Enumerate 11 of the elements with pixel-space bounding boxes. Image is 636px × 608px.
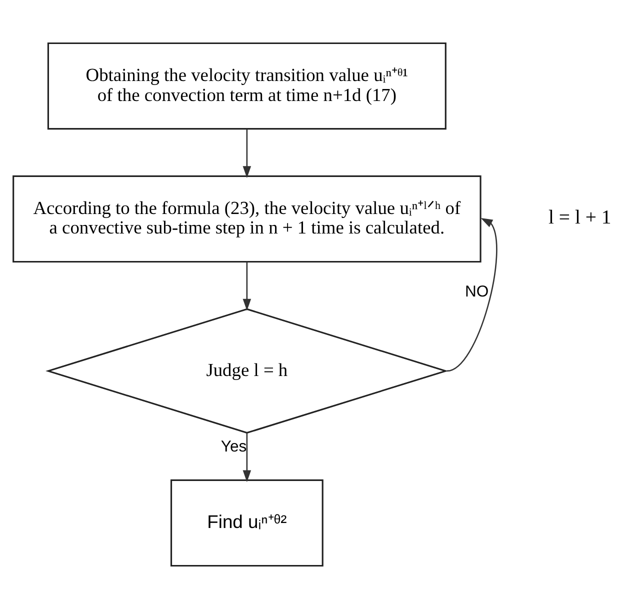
arrow [242,128,252,178]
arrow [242,261,252,310]
node-box: According to the formula (23), the velocity value uᵢⁿ⁺ˡᐟʰ of a convective sub-time step in n + 1 time is calculated. [12,174,482,262]
node-box: Find uᵢⁿ⁺ᶿ² [170,478,324,566]
edge-label: NO [464,282,489,300]
label: l = l + 1 [548,206,612,228]
arrow [446,218,498,372]
edge-label: Yes [220,438,247,456]
node-box: Obtaining the velocity transition value uᵢⁿ⁺ᶿ¹ of the convection term at time n+1d (17) [47,42,446,130]
arrow [242,432,252,482]
node-diamond: Judge l = h [46,308,448,434]
